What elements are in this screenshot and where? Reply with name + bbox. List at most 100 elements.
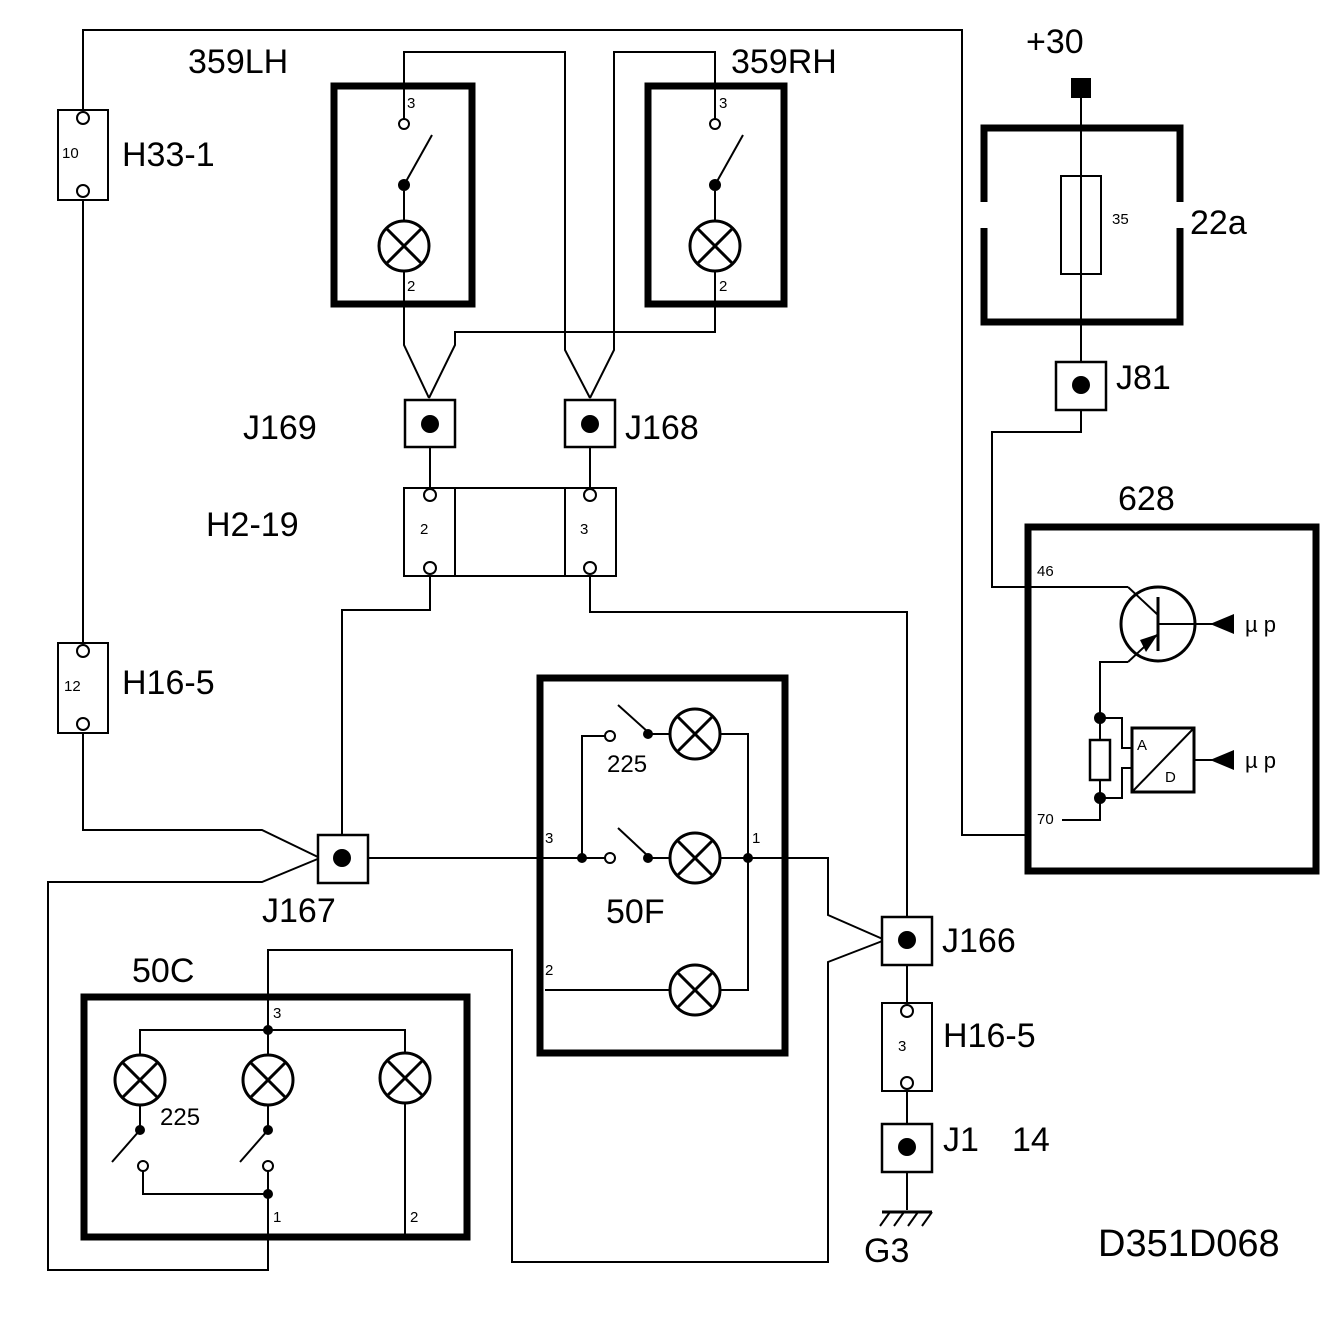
50c-pin-1: 1 [273, 1209, 281, 1226]
h2-19-pin-3-top [583, 488, 597, 502]
50c-left-switch-blade [111, 1129, 141, 1163]
splice-j168: J168 [563, 398, 699, 449]
h16-5-right-pin-top [900, 1004, 914, 1018]
wire-j166-loop [267, 939, 886, 1263]
wire-359lh-pin3 [403, 51, 591, 399]
50c-bottom-node [263, 1189, 273, 1199]
label-50f: 50F [606, 893, 665, 931]
50f-225-label: 225 [607, 751, 647, 778]
connector-h2-19: 2 3 H2-19 [206, 487, 617, 577]
label-j81: J81 [1116, 359, 1171, 397]
h16-5-right-pin-bottom [900, 1076, 914, 1090]
component-628: 628 46 70 µ p A D µ p [1024, 480, 1320, 875]
50f-lamp-mid-icon [668, 831, 722, 885]
50f-common-return [720, 733, 749, 991]
h2-19-pin-2-bottom [423, 561, 437, 575]
h33-1-cavity-10: 10 [62, 145, 79, 162]
359rh-pin-2: 2 [719, 278, 727, 295]
label-j169: J169 [243, 409, 317, 447]
wire-j81-628 [991, 408, 1128, 588]
h2-19-pin-3-bottom [583, 561, 597, 575]
359rh-switch-blade [714, 134, 744, 186]
ground-g3: G3 [864, 1210, 933, 1270]
h2-19-cavity-3: 3 [580, 521, 588, 538]
50f-top-switch-blade [617, 704, 649, 733]
628-resistor [1088, 738, 1112, 782]
22a-fuse-rating: 35 [1112, 211, 1129, 228]
50c-pin-2: 2 [410, 1209, 418, 1226]
wire-h2-3-j166 [589, 570, 908, 918]
50f-pin-3: 3 [545, 830, 553, 847]
splice-j166: J166 [880, 915, 1016, 967]
j167-node [333, 849, 351, 867]
label-50c: 50C [132, 952, 194, 990]
359lh-lamp-icon [377, 219, 431, 273]
plus30-terminal [1071, 78, 1091, 98]
j1-housing [880, 1122, 934, 1174]
22a-box [980, 124, 1184, 326]
label-628: 628 [1118, 480, 1175, 518]
adc-label-a: A [1137, 737, 1147, 754]
h16-5-left-cavity-12: 12 [64, 678, 81, 695]
transistor-icon [1119, 585, 1234, 663]
label-22a: 22a [1190, 204, 1247, 242]
supply-plus30: +30 [1026, 23, 1091, 98]
splice-j1: J1 14 [880, 1121, 1050, 1174]
j1-node [898, 1138, 916, 1156]
359rh-contact-3 [709, 118, 721, 130]
628-mu-p-top: µ p [1245, 612, 1276, 637]
50c-lamp-right-icon [378, 1051, 432, 1105]
j168-node [581, 415, 599, 433]
h16-5-left-pin-top [76, 644, 90, 658]
50c-bottom-bus [142, 1171, 268, 1195]
label-h16-5-right: H16-5 [943, 1017, 1036, 1055]
connector-h16-5-left: 12 H16-5 [57, 642, 215, 734]
50c-225-label: 225 [160, 1104, 200, 1131]
50f-mid-contact [604, 852, 616, 864]
wire-bottom-loop-left [47, 857, 321, 1271]
h16-5-left-pin-bottom [76, 717, 90, 731]
50f-pin-1: 1 [752, 830, 760, 847]
50c-mid-contact [262, 1160, 274, 1172]
label-h16-5-left: H16-5 [122, 664, 215, 702]
label-h2-19: H2-19 [206, 506, 299, 544]
h33-1-pin-bottom [76, 184, 90, 198]
628-pin-70: 70 [1037, 811, 1054, 828]
wire-359rh-pin2 [428, 275, 716, 399]
label-j168: J168 [625, 409, 699, 447]
ground-icon [879, 1210, 933, 1227]
label-plus30: +30 [1026, 23, 1084, 61]
connector-h33-1: 10 H33-1 [57, 109, 215, 201]
component-22a: 35 22a [980, 124, 1247, 326]
359lh-switch-blade [403, 134, 433, 186]
label-j166: J166 [942, 922, 1016, 960]
628-box [1024, 523, 1320, 875]
component-50f: 225 3 1 50F 2 [536, 674, 789, 1057]
wire-359rh-pin3 [589, 51, 716, 399]
359rh-pin-3: 3 [719, 95, 727, 112]
359rh-switch-pivot [709, 179, 721, 191]
label-h33-1: H33-1 [122, 136, 215, 174]
label-g3: G3 [864, 1232, 909, 1270]
50c-box [80, 993, 471, 1241]
adc-icon [1130, 726, 1234, 794]
h2-19-pin-2-top [423, 488, 437, 502]
splice-j167: J167 [262, 833, 370, 930]
50f-branch-top [581, 735, 610, 858]
h33-1-pin-top [76, 111, 90, 125]
label-359rh: 359RH [731, 43, 837, 81]
50f-node-right [743, 853, 753, 863]
h16-5-right-cavity-3: 3 [898, 1038, 906, 1055]
628-pin-46: 46 [1037, 563, 1054, 580]
50f-pin-2: 2 [545, 962, 553, 979]
component-359rh: 359RH 3 2 [644, 43, 837, 308]
359rh-lamp-icon [688, 219, 742, 273]
359lh-pin-3: 3 [407, 95, 415, 112]
628-mu-p-bottom: µ p [1245, 748, 1276, 773]
splice-j81: J81 [1054, 359, 1171, 412]
359lh-pin-2: 2 [407, 278, 415, 295]
359lh-contact-3 [398, 118, 410, 130]
j166-node [898, 931, 916, 949]
50c-lamp-left-icon [113, 1053, 167, 1107]
